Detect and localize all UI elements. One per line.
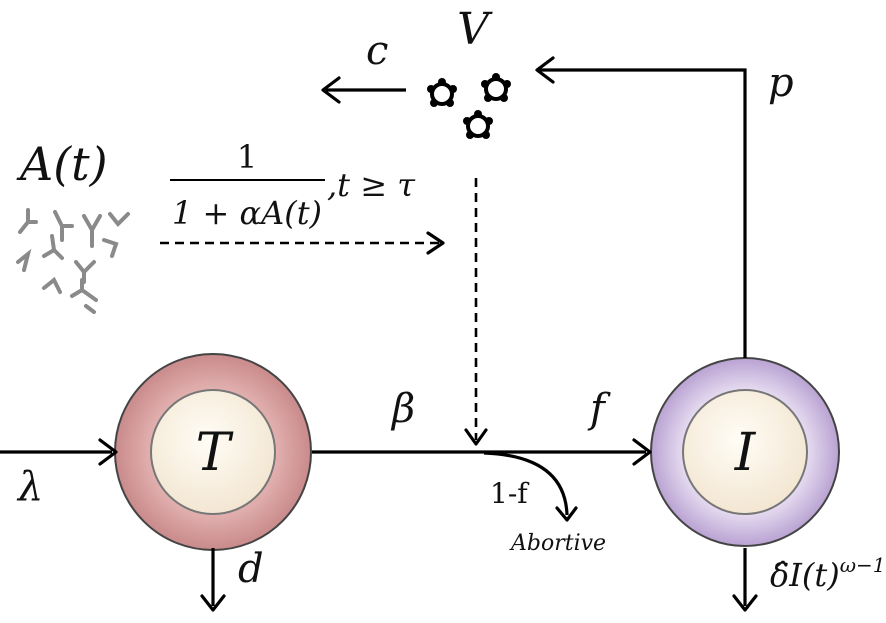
inhibition-numerator: 1 bbox=[237, 138, 257, 176]
rate-lambda: λ bbox=[16, 464, 43, 510]
rate-c: c bbox=[366, 28, 388, 74]
node-label-V: V bbox=[457, 4, 493, 55]
node-label-I: I bbox=[734, 423, 757, 483]
target-cell-T: T bbox=[114, 353, 312, 551]
rate-p: p bbox=[768, 60, 794, 106]
rate-beta: β bbox=[390, 386, 415, 432]
virus-V: V bbox=[427, 4, 511, 139]
rate-d: d bbox=[238, 546, 264, 592]
virion-icon bbox=[427, 78, 457, 107]
virion-icon bbox=[481, 73, 511, 102]
infected-cell-I: I bbox=[650, 357, 840, 547]
abortive-branch-arrow bbox=[483, 451, 569, 516]
abortive-label: Abortive bbox=[509, 531, 606, 556]
death-rate-I: δ̂I(t)ω−1 bbox=[770, 553, 886, 594]
inhibition-condition: ,t ≥ τ bbox=[327, 166, 416, 204]
antibody-icon bbox=[16, 208, 130, 314]
virus-production-arrow bbox=[540, 68, 747, 358]
rate-f: f bbox=[587, 386, 611, 432]
inhibition-denominator: 1 + αA(t) bbox=[172, 194, 322, 232]
inhibition-term: 1 1 + αA(t) ,t ≥ τ bbox=[170, 138, 416, 232]
antibodies-A: A(t) bbox=[16, 137, 130, 314]
node-label-A: A(t) bbox=[16, 137, 108, 191]
node-label-T: T bbox=[196, 423, 234, 483]
rate-one-minus-f: 1-f bbox=[490, 477, 530, 510]
virion-icon bbox=[463, 110, 493, 139]
